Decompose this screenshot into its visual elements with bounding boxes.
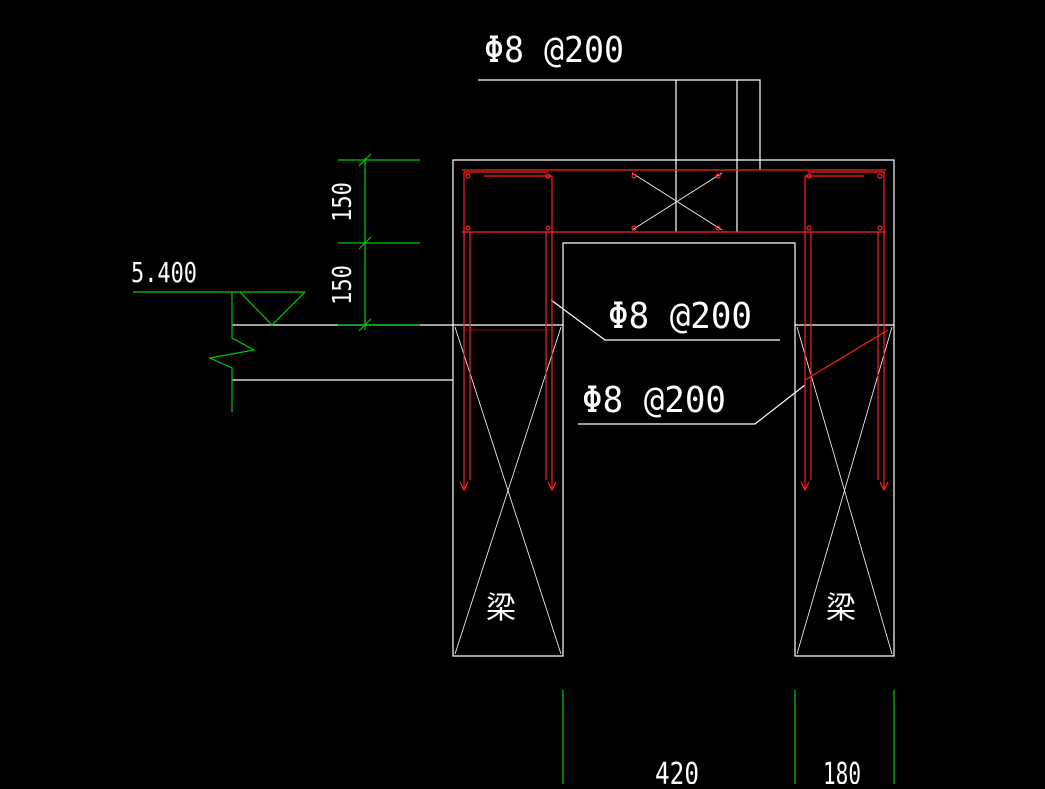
left-hook-1 xyxy=(459,481,469,492)
rebar-group xyxy=(459,169,889,492)
dim-width-inner: 420 xyxy=(655,757,699,784)
dim-width-right: 180 xyxy=(823,757,861,784)
bar-dot xyxy=(715,173,721,179)
dim-tick xyxy=(358,236,372,250)
bar-dot xyxy=(877,173,883,179)
left-beam-cross-b xyxy=(454,326,562,655)
right-stirrup-inner xyxy=(804,175,864,490)
bar-dot xyxy=(465,225,471,231)
beam-label-left: 梁 xyxy=(486,591,516,626)
label-group: Φ8 @200 Φ8 @200 Φ8 @200 5.400 150 150 梁 … xyxy=(131,30,861,789)
bar-dot xyxy=(545,173,551,179)
dim-label-lower: 150 xyxy=(328,265,358,305)
left-stirrup-outer xyxy=(463,171,548,490)
elevation-triangle xyxy=(239,291,306,326)
bar-dot xyxy=(806,173,812,179)
bar-dot xyxy=(877,225,883,231)
break-line xyxy=(208,292,256,412)
right-hook-1 xyxy=(800,481,810,492)
dim-tick xyxy=(358,153,372,167)
dim-label-upper: 150 xyxy=(328,182,358,222)
rebar-label-mid: Φ8 @200 xyxy=(608,296,752,337)
rebar-label-top: Φ8 @200 xyxy=(484,30,624,71)
right-stirrup-outer xyxy=(808,171,885,490)
bar-dot xyxy=(465,173,471,179)
bar-dot xyxy=(545,225,551,231)
dimension-group xyxy=(133,153,420,412)
leader-low xyxy=(578,384,806,425)
left-hook-2 xyxy=(547,481,557,492)
left-stirrup-inner xyxy=(484,175,553,490)
leader-mid xyxy=(550,299,780,341)
rebar-label-low: Φ8 @200 xyxy=(582,380,726,421)
dim-tick xyxy=(358,318,372,332)
bar-dot xyxy=(631,173,637,179)
right-hook-2 xyxy=(879,481,889,492)
beam-label-right: 梁 xyxy=(826,591,856,626)
leader-top xyxy=(478,79,761,170)
bar-dot xyxy=(715,225,721,231)
bar-dot xyxy=(806,225,812,231)
right-beam-cross-b xyxy=(796,326,893,655)
cap-cross-b xyxy=(631,172,723,231)
bar-dot xyxy=(631,225,637,231)
right-link-1 xyxy=(804,329,889,381)
outer-u-outline xyxy=(452,159,895,657)
structure-outline xyxy=(232,79,895,784)
elevation-label: 5.400 xyxy=(131,256,197,289)
